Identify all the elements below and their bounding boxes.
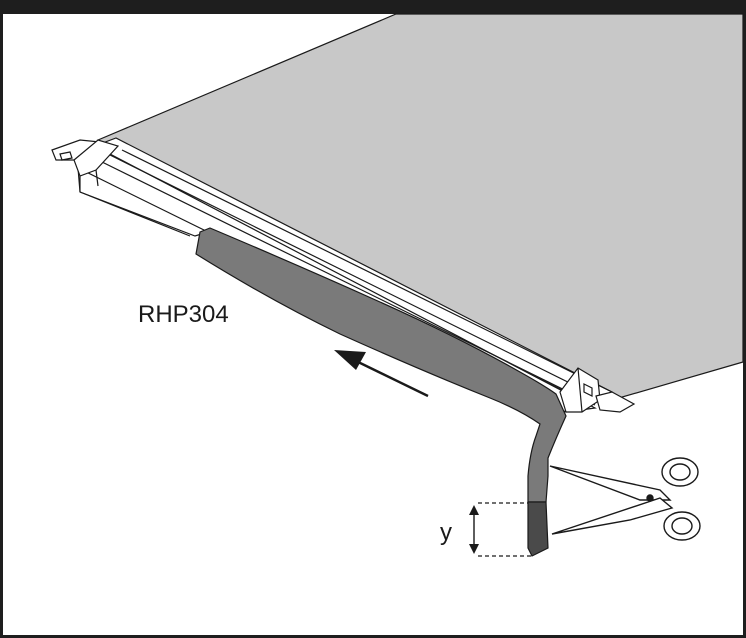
- dimension-arrow-icon: [469, 505, 479, 554]
- right-end-cap: [559, 367, 636, 413]
- seal-strip: [195, 227, 567, 503]
- scissors-icon: [549, 457, 701, 541]
- frame-top-bar: [0, 0, 746, 14]
- part-label: RHP304: [138, 301, 229, 328]
- dimension-label: y: [440, 519, 452, 546]
- dimension-y: [478, 502, 532, 557]
- direction-arrow-icon: [334, 350, 429, 398]
- seal-strip-end: [527, 501, 549, 557]
- left-end-cap: [51, 139, 120, 192]
